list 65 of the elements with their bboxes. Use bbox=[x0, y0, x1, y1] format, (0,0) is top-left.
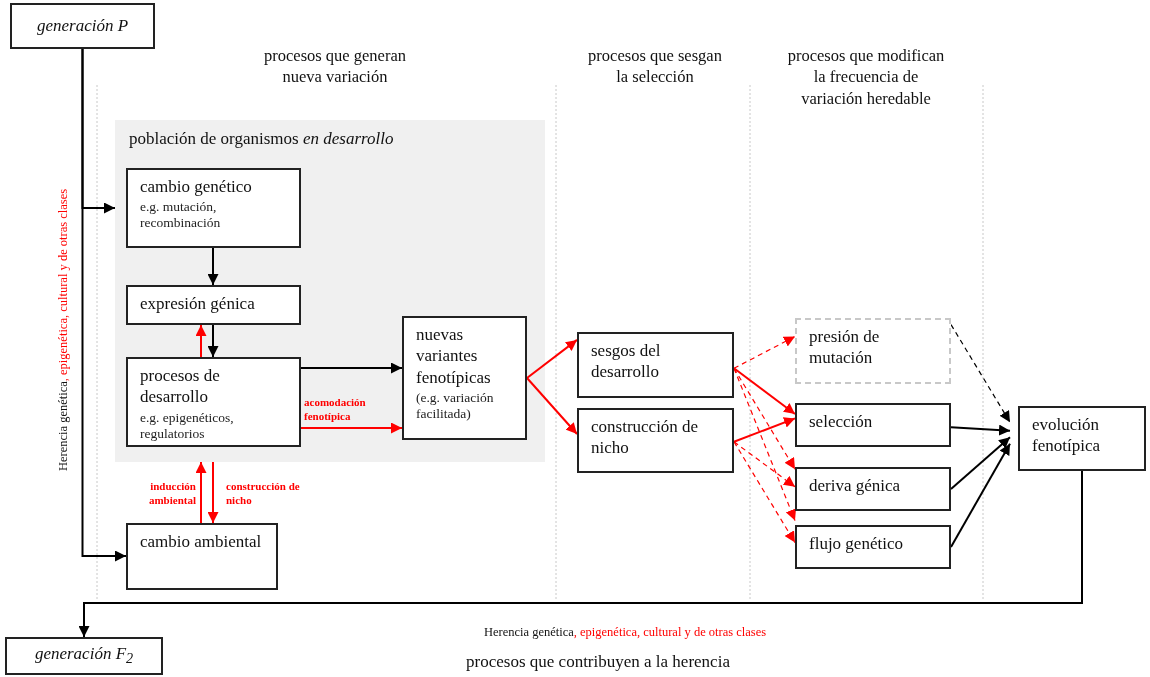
edge-label: construcción de nicho bbox=[226, 480, 301, 508]
footer-caption: procesos que contribuyen a la herencia bbox=[466, 652, 730, 672]
node-title: población de organismos en desarrollo bbox=[129, 128, 395, 150]
arrow bbox=[78, 470, 1083, 638]
node-example: (e.g. variación facilitada) bbox=[416, 389, 495, 423]
process-box bbox=[126, 285, 301, 325]
arrow bbox=[526, 338, 578, 379]
column-heading: procesos que sesgan la selección bbox=[587, 45, 723, 88]
column-heading: procesos que modifican la frecuencia de variación heredable bbox=[786, 45, 946, 110]
process-box bbox=[402, 316, 527, 440]
process-box bbox=[795, 525, 951, 569]
edge-label: inducción ambiental bbox=[147, 480, 196, 508]
arrow bbox=[195, 461, 207, 524]
arrow bbox=[300, 422, 403, 434]
generation-box bbox=[10, 3, 155, 49]
node-example: e.g. mutación, recombinación bbox=[140, 199, 222, 232]
node-title: generación P bbox=[36, 15, 129, 37]
inheritance-label: , epigenética, cultural y de otras clases bbox=[55, 188, 70, 382]
node-title: generación F$_{2}$ bbox=[34, 643, 134, 669]
process-box bbox=[1018, 406, 1146, 471]
inheritance-label: Herencia genética bbox=[55, 381, 70, 472]
arrow bbox=[950, 436, 1011, 490]
node-title: evolución fenotípica bbox=[1032, 414, 1101, 457]
arrow bbox=[950, 424, 1011, 436]
process-box bbox=[126, 357, 301, 447]
process-box bbox=[577, 408, 734, 473]
process-box bbox=[126, 523, 278, 590]
edge-label: acomodación fenotípica bbox=[304, 396, 367, 424]
arrow bbox=[733, 417, 796, 443]
node-title: construcción de nicho bbox=[591, 416, 700, 459]
node-title: deriva génica bbox=[809, 475, 902, 497]
node-title: expresión génica bbox=[140, 293, 256, 315]
arrow bbox=[526, 377, 578, 435]
arrow bbox=[207, 461, 219, 524]
arrow bbox=[733, 367, 796, 415]
process-box bbox=[577, 332, 734, 398]
inheritance-label: , epigenética, cultural y de otras clases bbox=[573, 624, 767, 639]
arrow bbox=[207, 247, 219, 286]
arrow bbox=[300, 362, 403, 374]
node-title: cambio genético bbox=[140, 176, 253, 198]
node-title: selección bbox=[809, 411, 874, 433]
node-title: procesos de desarrollo bbox=[140, 365, 221, 408]
process-box bbox=[795, 467, 951, 511]
node-title: nuevas variantes fenotípicas bbox=[416, 324, 492, 388]
arrow bbox=[81, 48, 127, 562]
arrow bbox=[733, 441, 796, 544]
column-heading: procesos que generan nueva variación bbox=[263, 45, 407, 88]
node-title: flujo genético bbox=[809, 533, 904, 555]
arrow bbox=[950, 442, 1011, 548]
arrow bbox=[733, 335, 796, 369]
node-title: presión de mutación bbox=[809, 326, 881, 369]
arrow bbox=[733, 367, 796, 522]
arrow bbox=[207, 324, 219, 358]
arrow bbox=[950, 324, 1011, 423]
node-example: e.g. epigenéticos, regulatorios bbox=[140, 409, 235, 442]
process-box bbox=[126, 168, 301, 248]
node-title: cambio ambiental bbox=[140, 531, 263, 553]
inheritance-label: Herencia genética bbox=[483, 624, 574, 639]
generation-box bbox=[5, 637, 163, 675]
arrow bbox=[733, 441, 796, 488]
node-title: sesgos del desarrollo bbox=[591, 340, 662, 383]
process-box bbox=[795, 403, 951, 447]
population-panel bbox=[115, 120, 545, 462]
process-box bbox=[795, 318, 951, 384]
arrow bbox=[195, 324, 207, 358]
